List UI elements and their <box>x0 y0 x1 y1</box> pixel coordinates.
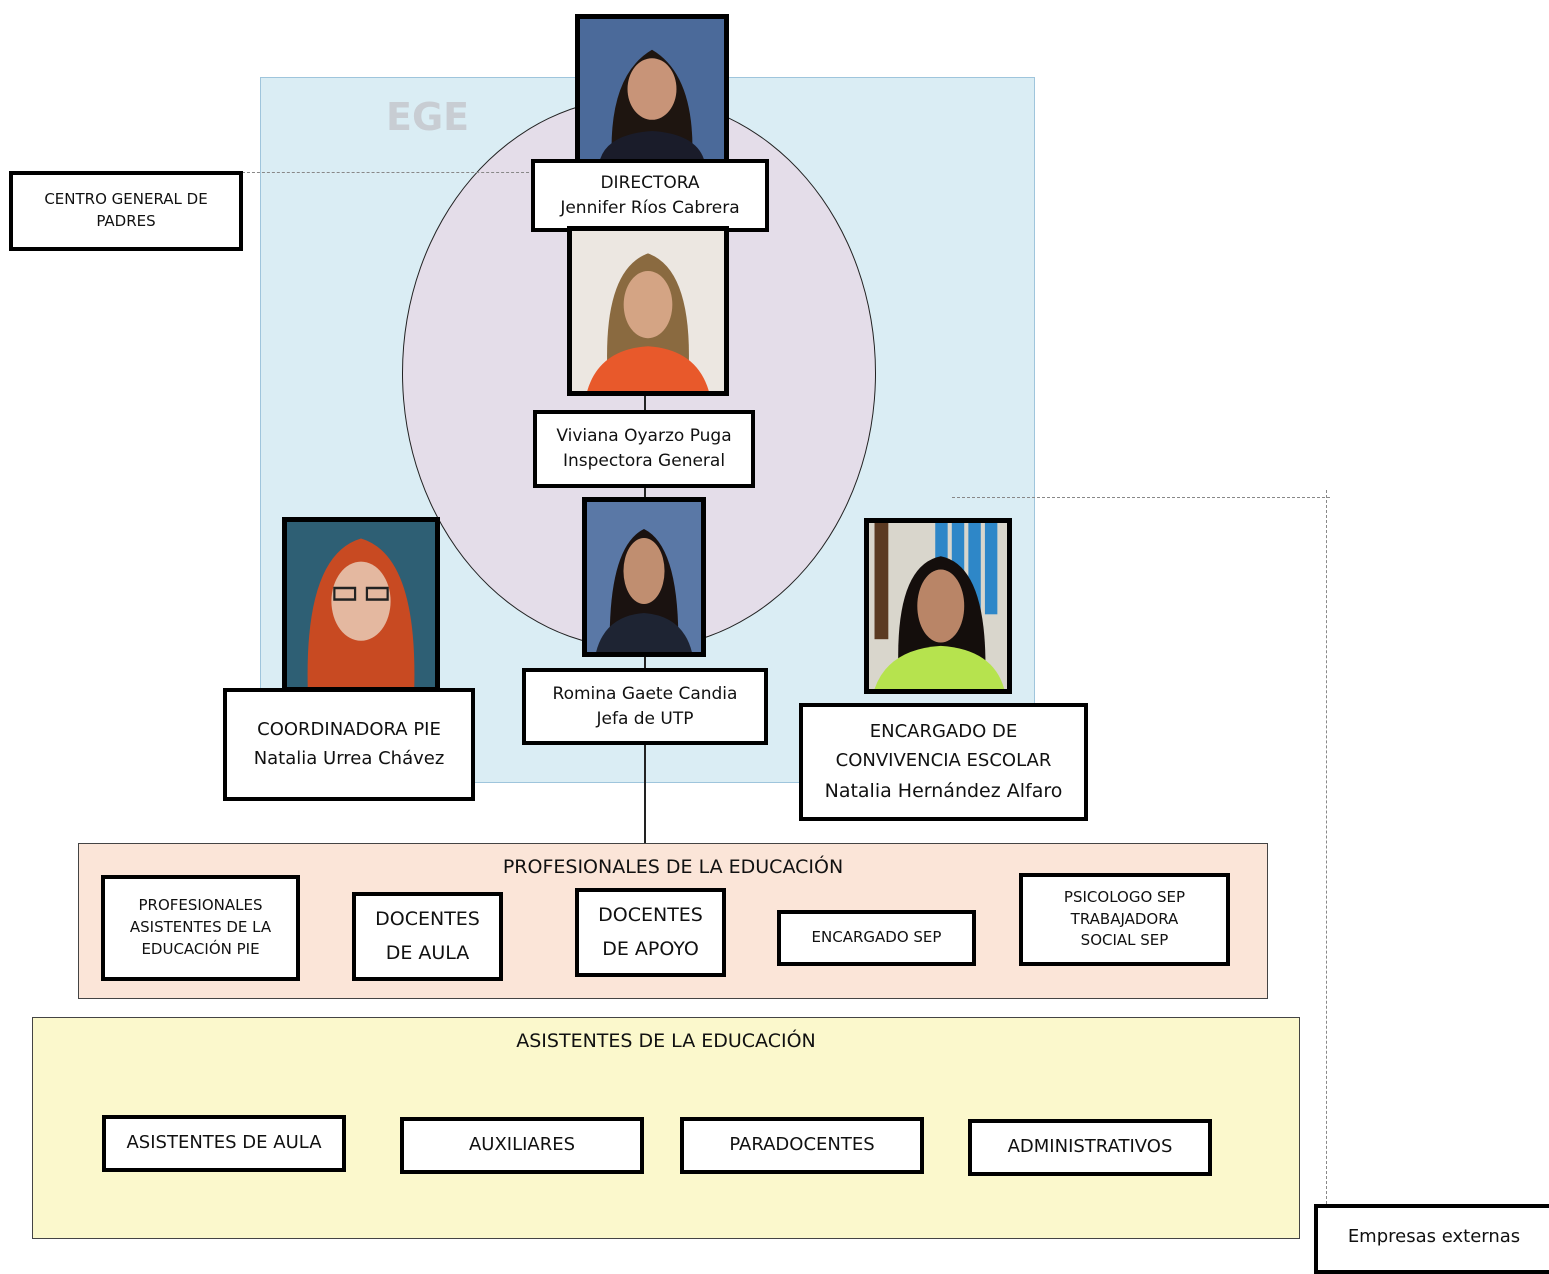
prof-item-psicologo-sep-line1: PSICOLOGO SEP <box>1063 887 1186 906</box>
prof-item-psicologo-sep-line3: SOCIAL SEP <box>1080 931 1169 950</box>
connector-line <box>644 395 646 411</box>
prof-item-pie-line1: PROFESIONALES <box>138 896 263 915</box>
connector-line <box>644 487 646 499</box>
pie-name: Natalia Urrea Chávez <box>253 747 445 769</box>
connector-line <box>644 744 646 843</box>
asist-item-aula-label: ASISTENTES DE AULA <box>126 1132 322 1154</box>
utp-name: Romina Gaete Candia <box>552 683 738 704</box>
empresas-externas-label: Empresas externas <box>1347 1226 1521 1247</box>
utp-photo <box>582 497 706 657</box>
prof-item-docentes-apoyo: DOCENTES DE APOYO <box>575 888 726 977</box>
utp-role: Jefa de UTP <box>596 708 694 729</box>
connector-line <box>644 654 646 670</box>
directora-role: DIRECTORA <box>600 172 700 193</box>
utp-box: Romina Gaete Candia Jefa de UTP <box>522 668 768 745</box>
asistentes-title: ASISTENTES DE LA EDUCACIÓN <box>516 1030 816 1052</box>
inspectora-name: Viviana Oyarzo Puga <box>556 426 732 447</box>
convivencia-name: Natalia Hernández Alfaro <box>824 780 1063 803</box>
inspectora-box: Viviana Oyarzo Puga Inspectora General <box>533 410 755 488</box>
prof-item-psicologo-sep: PSICOLOGO SEP TRABAJADORA SOCIAL SEP <box>1019 873 1230 966</box>
pie-photo <box>282 517 440 692</box>
asist-item-paradocentes: PARADOCENTES <box>680 1117 924 1174</box>
prof-item-docentes-aula: DOCENTES DE AULA <box>352 892 503 981</box>
prof-item-docentes-apoyo-line2: DE APOYO <box>602 937 699 960</box>
prof-item-docentes-aula-line2: DE AULA <box>385 941 470 964</box>
asist-item-aula: ASISTENTES DE AULA <box>102 1115 346 1172</box>
centro-padres-box: CENTRO GENERAL DE PADRES <box>9 171 243 251</box>
prof-item-pie-line3: EDUCACIÓN PIE <box>141 939 260 958</box>
prof-item-psicologo-sep-line2: TRABAJADORA <box>1070 909 1179 928</box>
pie-role: COORDINADORA PIE <box>257 718 441 740</box>
prof-item-encargado-sep-line1: ENCARGADO SEP <box>811 928 942 947</box>
inspectora-photo <box>567 226 729 396</box>
prof-item-pie: PROFESIONALES ASISTENTES DE LA EDUCACIÓN… <box>101 875 300 981</box>
inspectora-role: Inspectora General <box>562 451 726 471</box>
asist-item-administrativos-label: ADMINISTRATIVOS <box>1007 1136 1173 1158</box>
convivencia-line2: CONVIVENCIA ESCOLAR <box>835 750 1052 772</box>
externas-dashed-connector-h <box>952 497 1330 498</box>
asist-item-auxiliares: AUXILIARES <box>400 1117 644 1174</box>
asist-item-auxiliares-label: AUXILIARES <box>468 1134 576 1156</box>
prof-item-docentes-apoyo-line1: DOCENTES <box>598 904 703 927</box>
directora-box: DIRECTORA Jennifer Ríos Cabrera <box>531 159 769 232</box>
padres-dashed-connector <box>242 172 534 173</box>
convivencia-box: ENCARGADO DE CONVIVENCIA ESCOLAR Natalia… <box>799 703 1088 821</box>
externas-dashed-connector-v <box>1326 490 1327 1204</box>
ege-title: EGE <box>386 95 470 139</box>
empresas-externas-box: Empresas externas <box>1314 1204 1549 1274</box>
prof-item-encargado-sep: ENCARGADO SEP <box>777 910 976 966</box>
convivencia-photo <box>864 518 1012 694</box>
centro-padres-line2: PADRES <box>96 212 156 230</box>
directora-photo <box>575 14 729 164</box>
prof-item-docentes-aula-line1: DOCENTES <box>375 908 480 931</box>
convivencia-line1: ENCARGADO DE <box>869 720 1018 742</box>
pie-box: COORDINADORA PIE Natalia Urrea Chávez <box>223 688 475 801</box>
prof-item-pie-line2: ASISTENTES DE LA <box>129 918 272 937</box>
asist-item-administrativos: ADMINISTRATIVOS <box>968 1119 1212 1176</box>
profesionales-title: PROFESIONALES DE LA EDUCACIÓN <box>502 856 844 878</box>
centro-padres-line1: CENTRO GENERAL DE <box>44 190 208 209</box>
asist-item-paradocentes-label: PARADOCENTES <box>729 1134 875 1156</box>
directora-name: Jennifer Ríos Cabrera <box>560 197 740 218</box>
